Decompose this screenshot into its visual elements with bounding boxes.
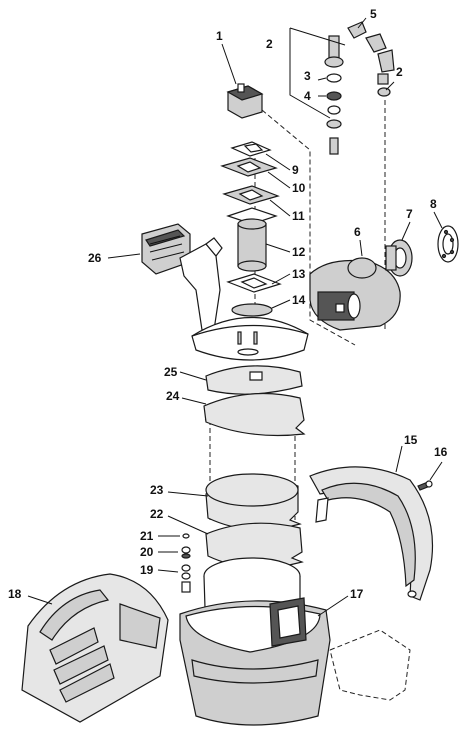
callout-24: 24 xyxy=(166,389,180,403)
callout-20: 20 xyxy=(140,545,154,559)
part-1-switch xyxy=(226,83,264,119)
part-8-gasket-ring xyxy=(437,225,459,263)
part-15-side-housing xyxy=(309,466,433,601)
part-18-front-shroud xyxy=(21,573,169,723)
part-23-filter-disc xyxy=(205,473,302,531)
part-14-disc xyxy=(231,303,273,317)
callout-10: 10 xyxy=(292,181,306,195)
part-10-gasket xyxy=(220,157,278,177)
callout-6: 6 xyxy=(354,225,361,239)
callout-22: 22 xyxy=(150,507,164,521)
part-11-gasket xyxy=(222,185,280,205)
part-6-blower-motor xyxy=(309,257,401,331)
callout-5: 5 xyxy=(370,7,377,21)
part-26-inlet-cover xyxy=(141,223,191,275)
callout-26: 26 xyxy=(88,251,102,265)
callout-21: 21 xyxy=(140,529,154,543)
callout-labels: 1 2 2 3 4 5 6 7 8 9 10 11 12 13 14 15 16… xyxy=(8,7,448,601)
part-16-screw xyxy=(417,480,433,491)
part-5-elbow-fittings xyxy=(347,21,395,97)
callout-9: 9 xyxy=(292,163,299,177)
parts-19-20-21-hardware xyxy=(181,533,191,593)
part-24-filter-plate xyxy=(203,392,306,437)
callout-25: 25 xyxy=(164,365,178,379)
part-7-mount-ring xyxy=(385,239,413,277)
callout-1: 1 xyxy=(216,29,223,43)
callout-23: 23 xyxy=(150,483,164,497)
callout-12: 12 xyxy=(292,245,306,259)
leader-lines xyxy=(27,17,443,617)
callout-3: 3 xyxy=(304,69,311,83)
callout-16: 16 xyxy=(434,445,448,459)
part-12-filter-tube xyxy=(226,207,278,272)
callout-7: 7 xyxy=(406,207,413,221)
callout-11: 11 xyxy=(292,209,305,223)
part-17-base-bucket xyxy=(179,597,331,726)
part-2-3-4-fittings-stack xyxy=(289,27,346,155)
top-housing xyxy=(191,316,309,361)
callout-14: 14 xyxy=(292,293,306,307)
callout-8: 8 xyxy=(430,197,437,211)
callout-17: 17 xyxy=(350,587,364,601)
callout-18: 18 xyxy=(8,587,22,601)
callout-15: 15 xyxy=(404,433,418,447)
callout-4: 4 xyxy=(304,89,311,103)
callout-13: 13 xyxy=(292,267,306,281)
part-25-filter-plate xyxy=(205,365,303,395)
callout-2-left: 2 xyxy=(266,37,273,51)
part-9-gasket xyxy=(230,141,272,157)
callout-2-right: 2 xyxy=(396,65,403,79)
callout-19: 19 xyxy=(140,563,154,577)
part-13-gasket xyxy=(226,273,282,293)
